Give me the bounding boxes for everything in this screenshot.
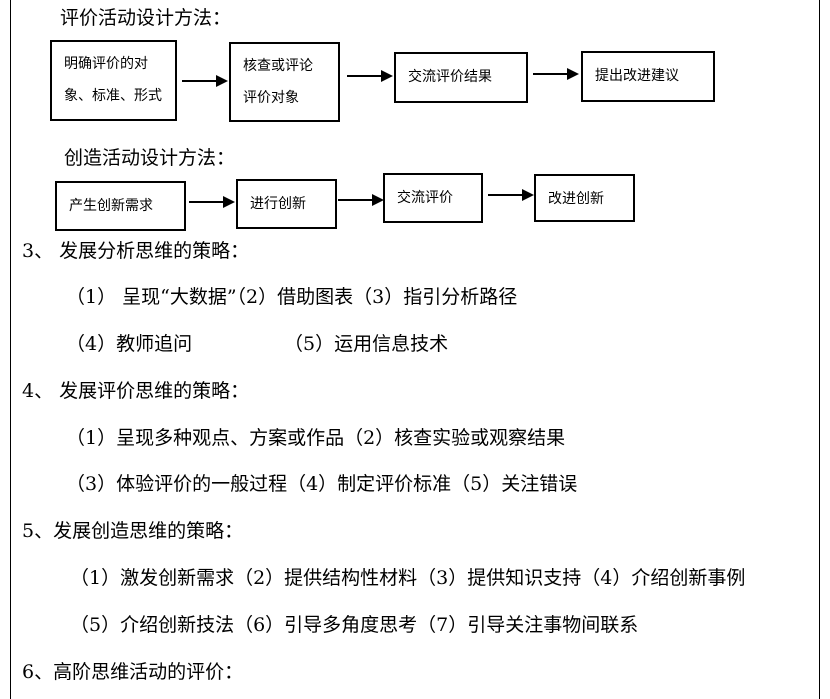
- arrow-icon: [488, 188, 534, 202]
- page-border-right: [819, 0, 820, 699]
- arrow-icon: [347, 69, 393, 83]
- create-step-2-line1: 进行创新: [250, 196, 306, 212]
- arrow-icon: [338, 193, 384, 207]
- eval-step-2-line1: 核查或评论: [243, 58, 313, 74]
- section5-line2: （5）介绍创新技法（6）引导多角度思考（7）引导关注事物间联系: [70, 614, 639, 636]
- create-step-1: 产生创新需求: [55, 181, 186, 231]
- section5-title: 5、发展创造思维的策略：: [22, 520, 244, 542]
- arrow-icon: [533, 67, 579, 81]
- create-step-1-line1: 产生创新需求: [69, 198, 153, 214]
- section3-line1: （1） 呈现“大数据”（2）借助图表（3）指引分析路径: [66, 286, 518, 308]
- create-step-3: 交流评价: [383, 173, 483, 223]
- eval-step-2-line2: 评价对象: [243, 90, 299, 106]
- create-step-3-line1: 交流评价: [397, 190, 453, 206]
- create-step-4-line1: 改进创新: [548, 191, 604, 207]
- section3-line2a: （4）教师追问: [66, 333, 193, 355]
- section3-line2b: （5）运用信息技术: [284, 333, 449, 355]
- arrow-icon: [189, 195, 235, 209]
- eval-step-2: 核查或评论 评价对象: [229, 42, 340, 122]
- page-border-left: [10, 0, 11, 699]
- eval-step-1-line2: 象、标准、形式: [64, 88, 162, 104]
- eval-method-heading: 评价活动设计方法：: [60, 7, 232, 29]
- section6-title: 6、高阶思维活动的评价：: [22, 661, 244, 683]
- create-step-4: 改进创新: [534, 174, 635, 222]
- eval-step-3-line1: 交流评价结果: [408, 69, 492, 85]
- create-step-2: 进行创新: [236, 179, 337, 229]
- create-method-heading: 创造活动设计方法：: [64, 147, 236, 169]
- section4-line1: （1）呈现多种观点、方案或作品（2）核查实验或观察结果: [66, 427, 566, 449]
- eval-step-4-line1: 提出改进建议: [595, 68, 679, 84]
- section3-title: 3、 发展分析思维的策略：: [22, 240, 250, 262]
- eval-step-4: 提出改进建议: [581, 51, 715, 102]
- section4-title: 4、 发展评价思维的策略：: [22, 380, 250, 402]
- arrow-icon: [182, 74, 228, 88]
- eval-step-1-line1: 明确评价的对: [64, 56, 148, 72]
- section5-line1: （1）激发创新需求（2）提供结构性材料（3）提供知识支持（4）介绍创新事例: [70, 567, 746, 589]
- section4-line2: （3）体验评价的一般过程（4）制定评价标准（5）关注错误: [66, 473, 578, 495]
- eval-step-3: 交流评价结果: [394, 52, 528, 103]
- eval-step-1: 明确评价的对 象、标准、形式: [50, 40, 177, 121]
